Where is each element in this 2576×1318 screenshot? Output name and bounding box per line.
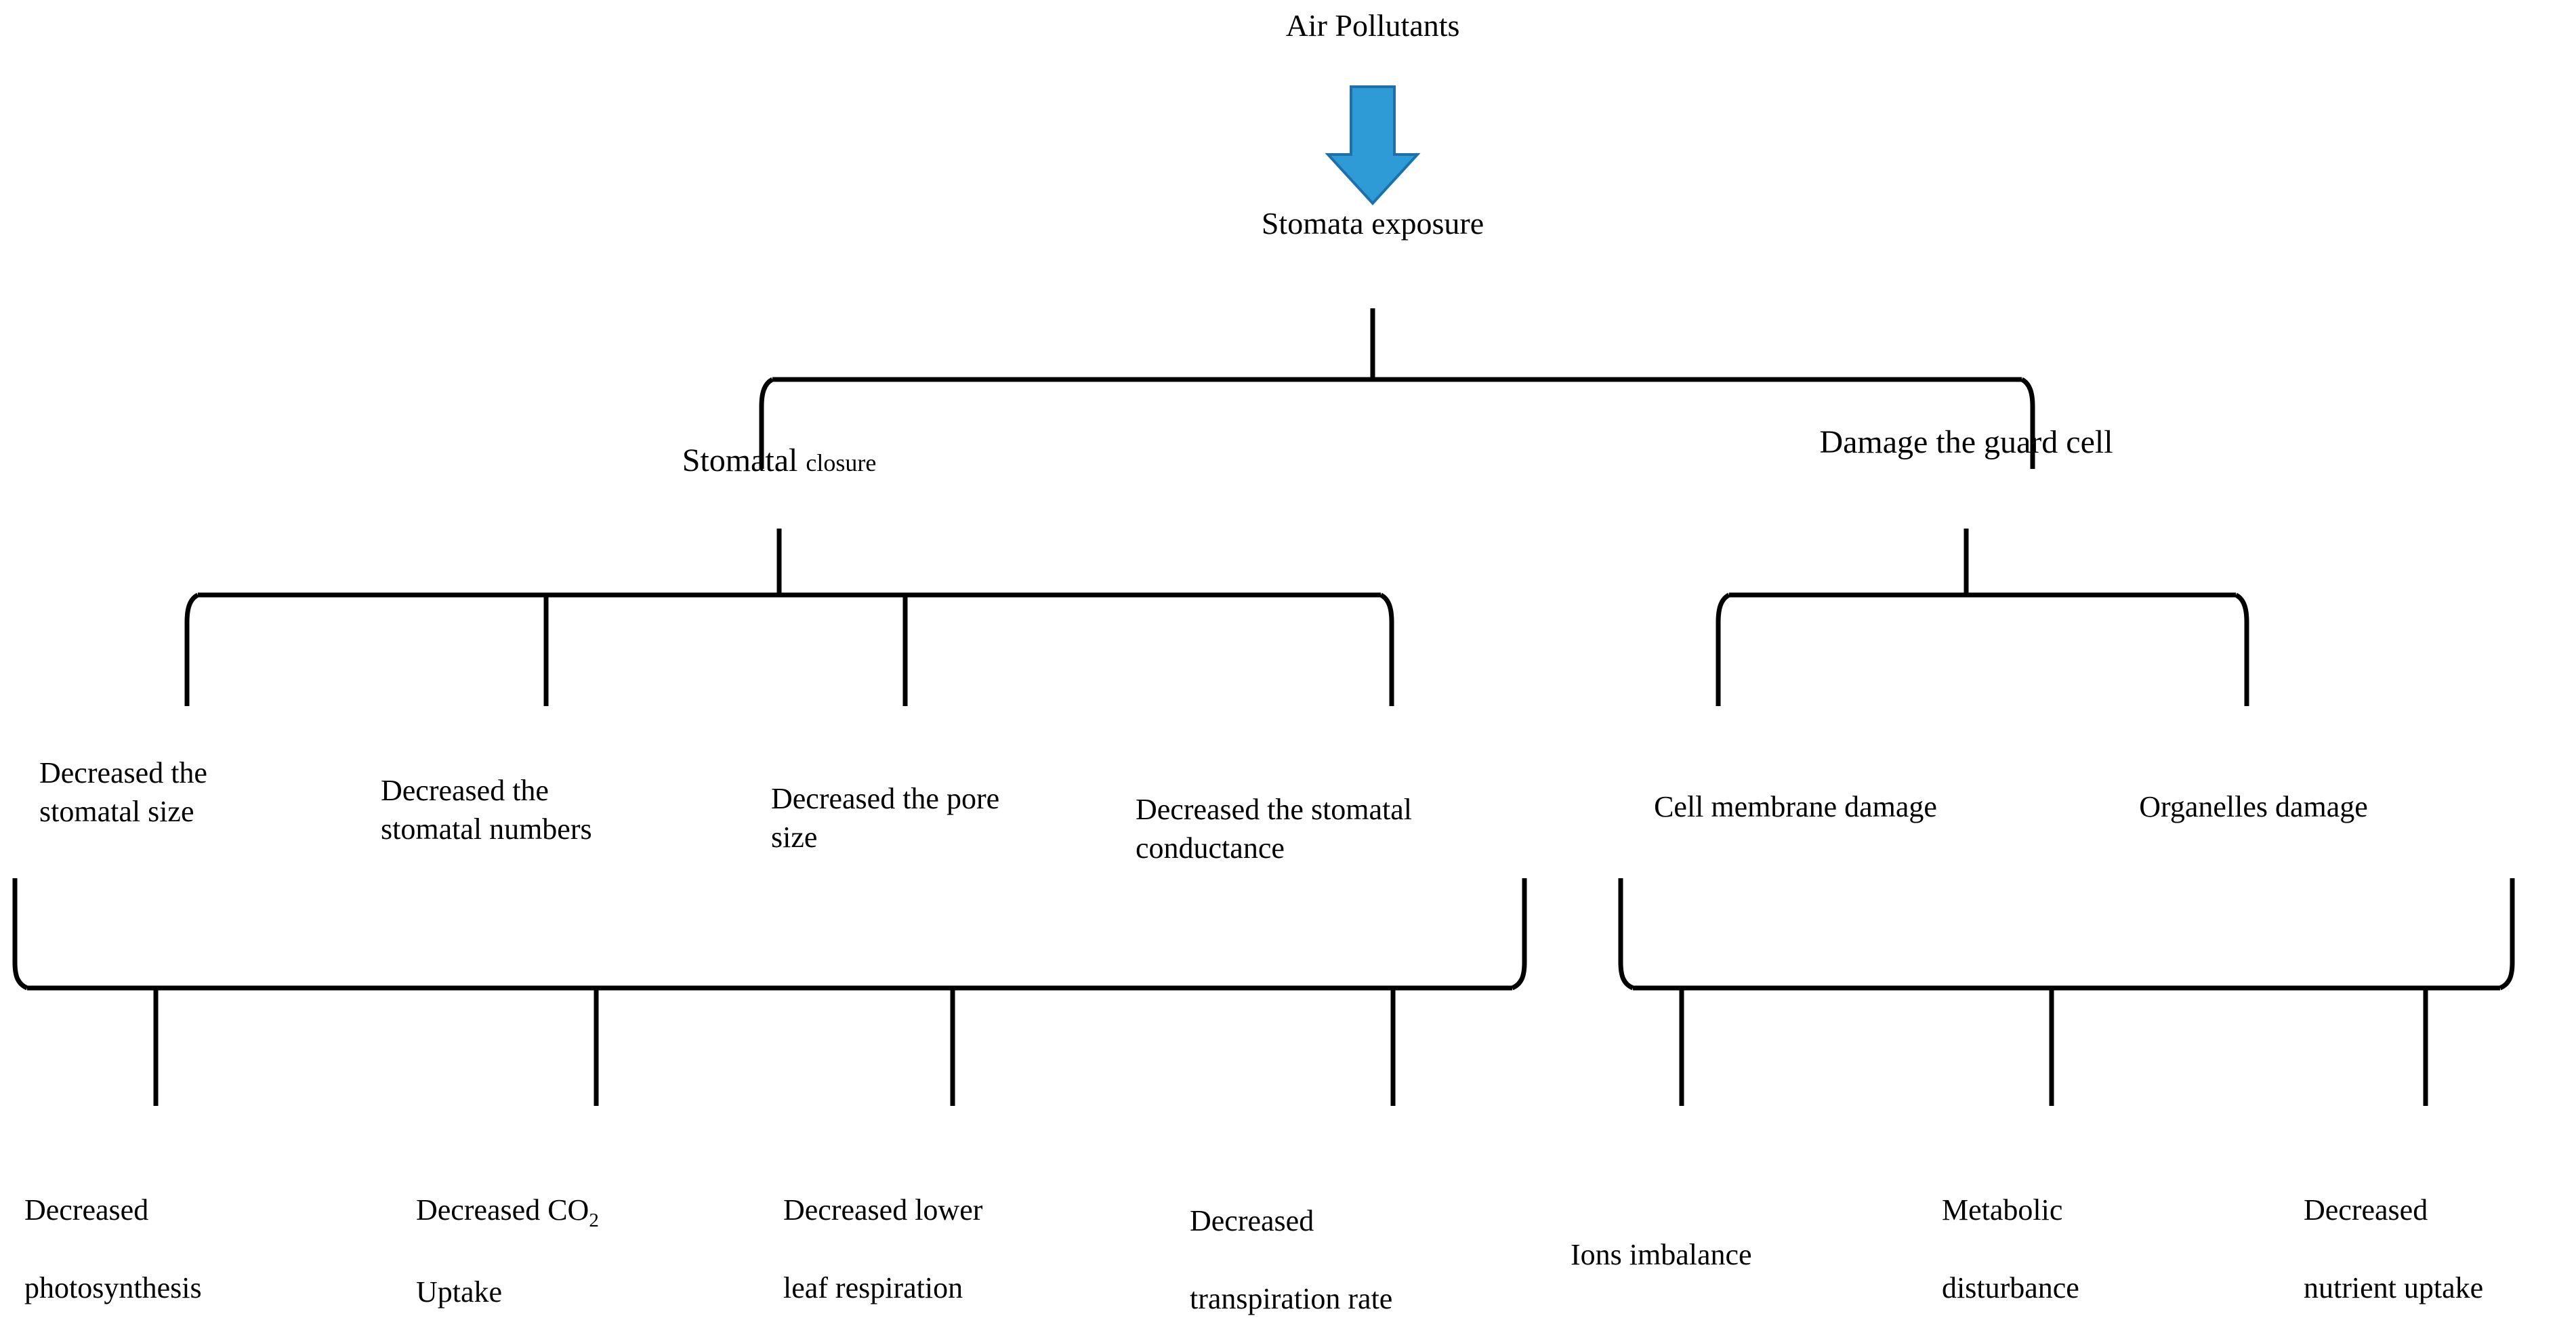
brace-outcomes-right: [1618, 878, 2515, 1106]
down-arrow-icon: [1325, 85, 1421, 205]
subscript-2: 2: [589, 1209, 599, 1231]
outcome-line1: Decreased: [24, 1193, 149, 1227]
node-stomatal-closure: Stomatal closure: [542, 426, 1016, 482]
brace-level1: [759, 308, 2035, 469]
node-stomatal-closure-main: Stomatal: [682, 442, 798, 478]
outcome-line1: Decreased: [1190, 1204, 1314, 1238]
brace-stomatal-closure: [184, 529, 1394, 706]
node-decreased-transpiration-rate: Decreased transpiration rate: [1190, 1163, 1501, 1318]
brace-damage-guard-cell: [1716, 529, 2249, 706]
outcome-line1: Decreased lower: [783, 1193, 983, 1227]
node-decreased-stomatal-conductance: Decreased the stomatal conductance: [1136, 793, 1413, 865]
node-stomatal-closure-sub: closure: [806, 449, 877, 476]
node-decreased-pore-size: Decreased the pore size: [771, 782, 1000, 854]
node-decreased-stomatal-numbers: Decreased the stomatal numbers: [381, 774, 592, 846]
node-air-pollutants: Air Pollutants: [1285, 8, 1460, 43]
outcome-line2: disturbance: [1942, 1271, 2079, 1304]
node-metabolic-disturbance: Metabolic disturbance: [1942, 1152, 2226, 1307]
node-decreased-co2-uptake: Decreased CO2 Uptake: [416, 1152, 701, 1311]
outcome-line1: Metabolic: [1942, 1193, 2063, 1227]
node-decreased-lower-leaf-respiration: Decreased lower leaf respiration: [783, 1152, 1095, 1307]
node-decreased-photosynthesis: Decreased photosynthesis: [24, 1152, 309, 1307]
brace-outcomes-left: [12, 878, 1527, 1106]
outcome-line1: Decreased CO: [416, 1193, 589, 1227]
outcome-line1: Ions imbalance: [1571, 1238, 1752, 1272]
node-decreased-nutrient-uptake: Decreased nutrient uptake: [2304, 1152, 2576, 1307]
outcome-line2: nutrient uptake: [2304, 1271, 2484, 1304]
outcome-line2: Uptake: [416, 1275, 503, 1309]
node-organelles-damage: Organelles damage: [2139, 790, 2368, 823]
outcome-line2: photosynthesis: [24, 1271, 202, 1304]
node-ions-imbalance: Ions imbalance: [1571, 1197, 1855, 1274]
node-decreased-stomatal-size: Decreased the stomatal size: [39, 756, 207, 829]
node-damage-guard-cell: Damage the guard cell: [1819, 424, 2113, 460]
node-stomata-exposure: Stomata exposure: [1261, 206, 1484, 241]
outcome-line2: leaf respiration: [783, 1271, 963, 1304]
outcome-line2: transpiration rate: [1190, 1281, 1393, 1315]
outcome-line1: Decreased: [2304, 1193, 2428, 1227]
node-cell-membrane-damage: Cell membrane damage: [1654, 790, 1937, 823]
